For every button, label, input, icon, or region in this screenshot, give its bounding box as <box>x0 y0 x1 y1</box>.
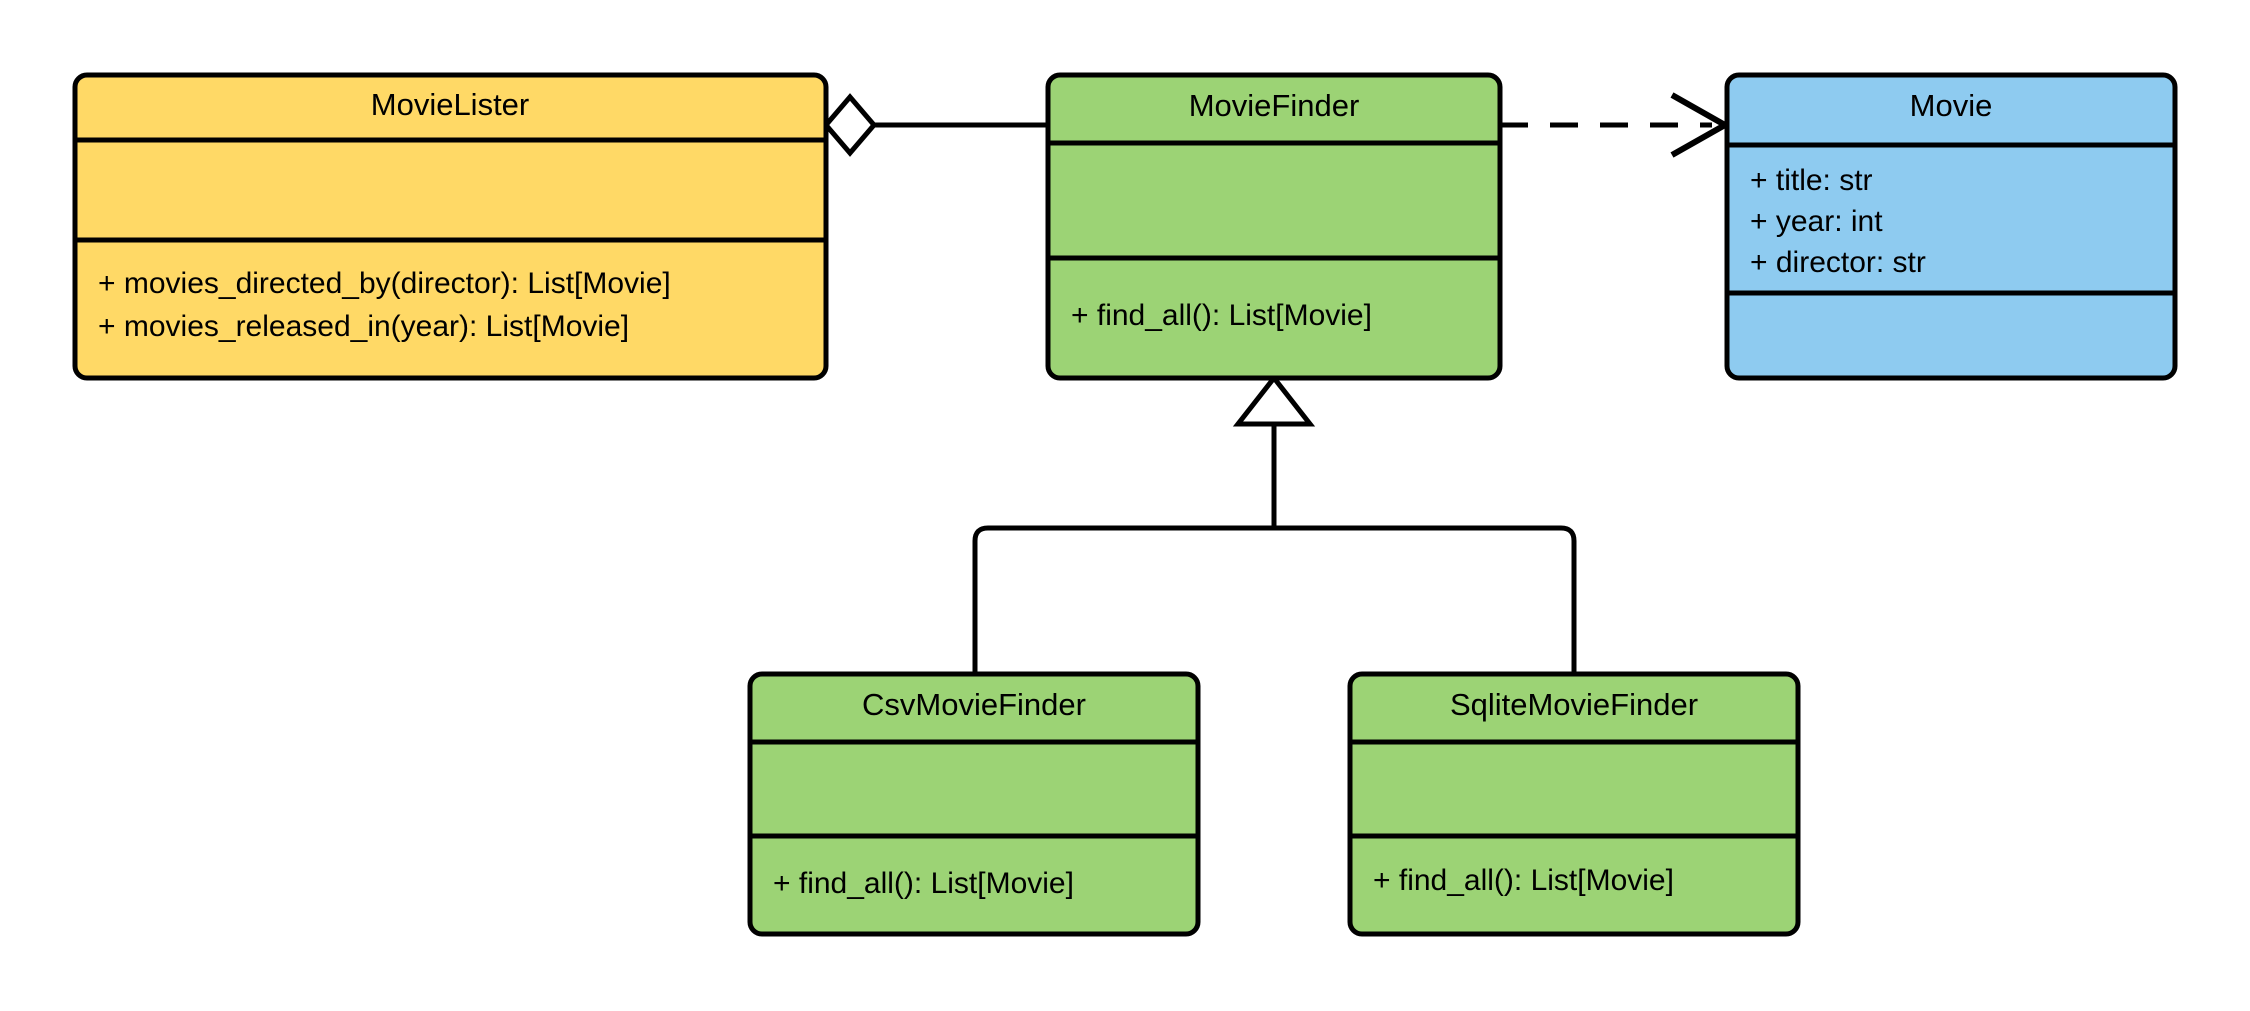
open-arrow-icon <box>1670 92 1732 158</box>
class-box-shape <box>1347 671 1801 937</box>
class-attribute-label: + year: int <box>1750 205 1883 238</box>
class-attribute-label: + title: str <box>1750 164 1873 197</box>
class-box-shape <box>72 72 829 381</box>
class-attribute-label: + director: str <box>1750 246 1926 279</box>
class-name-label: CsvMovieFinder <box>862 687 1086 722</box>
class-box-shape <box>747 671 1201 937</box>
class-box-movie-lister[interactable]: MovieLister + movies_directed_by(directo… <box>72 72 829 381</box>
relationship-layer <box>822 92 1732 674</box>
class-name-label: MovieFinder <box>1189 88 1360 123</box>
class-name-label: Movie <box>1910 88 1993 123</box>
relationship-lister-aggregates-finder[interactable] <box>822 93 1048 157</box>
hollow-diamond-icon <box>822 93 878 157</box>
class-name-label: MovieLister <box>371 87 530 122</box>
class-method-label: + movies_directed_by(director): List[Mov… <box>98 267 671 300</box>
class-method-label: + find_all(): List[Movie] <box>1373 864 1674 897</box>
relationship-finder-depends-movie[interactable] <box>1500 92 1732 158</box>
class-box-sqlite-movie-finder[interactable]: SqliteMovieFinder + find_all(): List[Mov… <box>1347 671 1801 937</box>
class-box-shape <box>1045 72 1503 381</box>
class-method-label: + find_all(): List[Movie] <box>1071 299 1372 332</box>
class-box-csv-movie-finder[interactable]: CsvMovieFinder + find_all(): List[Movie] <box>747 671 1201 937</box>
hollow-triangle-icon <box>1232 373 1316 427</box>
generalization-branch-sqlite <box>1274 525 1577 674</box>
class-box-movie-finder[interactable]: MovieFinder + find_all(): List[Movie] <box>1045 72 1503 381</box>
class-box-movie[interactable]: Movie + title: str + year: int + directo… <box>1724 72 2178 381</box>
class-name-label: SqliteMovieFinder <box>1450 687 1698 722</box>
class-method-label: + movies_released_in(year): List[Movie] <box>98 310 629 343</box>
relationship-generalization-bus[interactable] <box>972 373 1577 674</box>
class-method-label: + find_all(): List[Movie] <box>773 867 1074 900</box>
class-box-shape <box>1724 72 2178 381</box>
generalization-branch-csv <box>972 525 1274 674</box>
